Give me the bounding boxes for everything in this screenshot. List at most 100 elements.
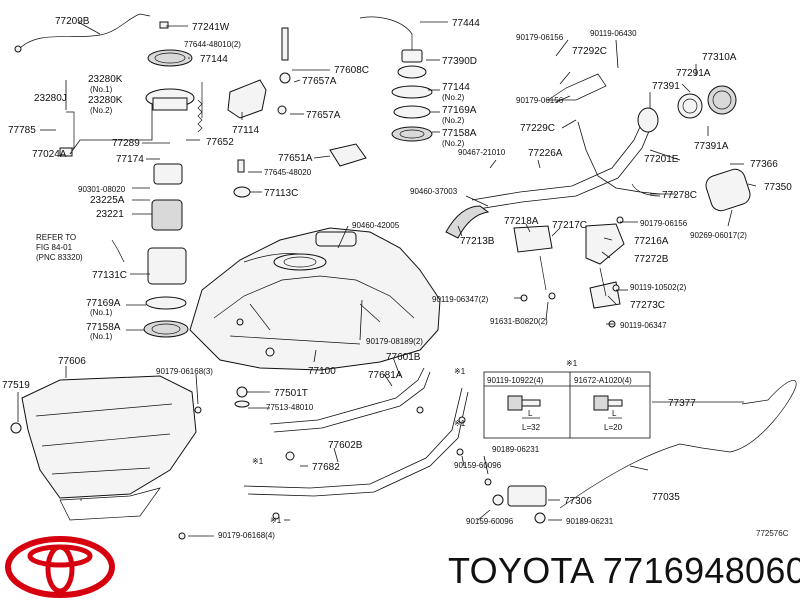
label-77601B: 77601B [386,352,421,363]
filler-pipe [445,73,751,328]
label-77213B: 77213B [460,236,495,247]
label-77291A: 77291A [676,68,711,79]
bolt-detail-box: ※1 90119-10922(4) 91672-A1020(4) L L L=3… [483,359,651,439]
label-no1-b: (No.1) [90,308,113,317]
label-90119-10502: 90119-10502(2) [630,283,687,292]
label-77169A-b: 77169A [86,298,121,309]
label-23280J: 23280J [34,93,67,104]
label-77608C: 77608C [334,65,369,76]
fuel-tank [189,227,441,371]
label-77209B: 77209B [55,16,90,27]
box-dim2: L [612,409,617,418]
label-77513-48010: 77513-48010 [266,403,314,412]
opener-cable [484,380,797,524]
label-77131C: 77131C [92,270,127,281]
label-90179-06156-c: 90179-06156 [640,219,688,228]
label-77350: 77350 [764,182,792,193]
label-77377: 77377 [668,398,696,409]
fuel-filter [147,247,187,285]
vent-hose [19,13,151,49]
label-90119-06347: 90119-06347(2) [432,295,489,304]
product-caption: TOYOTA 7716948060 [448,550,800,591]
fuel-pump [151,199,183,231]
cover-plate [329,143,367,167]
label-77785: 77785 [8,125,36,136]
bolt [159,21,169,29]
label-90179-06168-3: 90179-06168(3) [156,367,213,376]
label-90460-42005: 90460-42005 [352,221,400,230]
label-77218A: 77218A [504,216,539,227]
box-col1: 90119-10922(4) [487,376,544,385]
label-77114: 77114 [232,125,260,136]
label-77241W: 77241W [192,22,230,33]
label-77144-a: 77144 [200,54,228,65]
label-star-b: ※1 [252,457,264,466]
fuel-pump-group [14,13,367,338]
gasket-ring [147,49,193,67]
label-77273C: 77273C [630,300,665,311]
label-77229C: 77229C [520,123,555,134]
label-90179-08189: 90179-08189(2) [366,337,423,346]
under-cover-group [10,375,202,540]
label-90269-06017: 90269-06017(2) [690,231,747,240]
label-no1-a: (No.1) [90,85,113,94]
label-23225A: 23225A [90,195,125,206]
label-77606: 77606 [58,356,86,367]
retainer-ring [143,320,189,338]
box-len2: L=20 [604,423,623,432]
spring [197,99,203,133]
label-77158A-a: 77158A [442,128,477,139]
label-23280K-1: 23280K [88,74,123,85]
box-dim1: L [528,409,533,418]
label-star-a: ※1 [454,367,466,376]
leader-lines [17,21,757,537]
box-note: ※1 [566,359,578,368]
label-77100: 77100 [308,366,336,377]
label-no2-c: (No.2) [442,116,465,125]
filler-neck-group [359,16,433,142]
label-77519: 77519 [2,380,30,391]
fuel-cap-2 [707,85,737,115]
label-77366: 77366 [750,159,778,170]
bracket-77292c [546,73,607,101]
label-77169A-a: 77169A [442,105,477,116]
label-77310A: 77310A [702,52,737,63]
label-90467-21010: 90467-21010 [458,148,506,157]
label-77272B: 77272B [634,254,669,265]
stud [281,27,289,61]
label-77278C: 77278C [662,190,697,201]
label-90189-06231-a: 90189-06231 [492,445,540,454]
box-len1: L=32 [522,423,541,432]
label-90179-06156-a: 90179-06156 [516,33,564,42]
label-no2-b: (No.2) [442,93,465,102]
label-90179-06156-b: 90179-06156 [516,96,564,105]
label-77501T: 77501T [274,388,308,399]
label-90460-37003: 90460-37003 [410,187,458,196]
label-91631-B0820: 91631-B0820(2) [490,317,548,326]
label-fig-84-01: FIG 84-01 [36,243,73,252]
label-77391A: 77391A [694,141,729,152]
label-77174: 77174 [116,154,144,165]
grommet [233,186,251,198]
fuel-door [705,168,751,212]
label-no2-d: (No.2) [442,139,465,148]
toyota-logo [5,536,115,598]
filler-hose [445,205,490,239]
box-col2: 91672-A1020(4) [574,376,632,385]
label-90159-60096-a: 90159-60096 [454,461,502,470]
clip [10,422,22,434]
label-77390D: 77390D [442,56,477,67]
breather-tube [359,16,413,50]
label-77391: 77391 [652,81,680,92]
label-23280K-2: 23280K [88,95,123,106]
label-77217C: 77217C [552,220,587,231]
pump-cap [153,163,183,185]
hose-end [14,45,22,53]
label-refer-to: REFER TO [36,233,76,242]
o-ring-2 [393,105,431,119]
label-77113C: 77113C [264,188,298,199]
label-no1-c: (No.1) [90,332,113,341]
label-77226A: 77226A [528,148,563,159]
label-77651A: 77651A [278,153,313,164]
